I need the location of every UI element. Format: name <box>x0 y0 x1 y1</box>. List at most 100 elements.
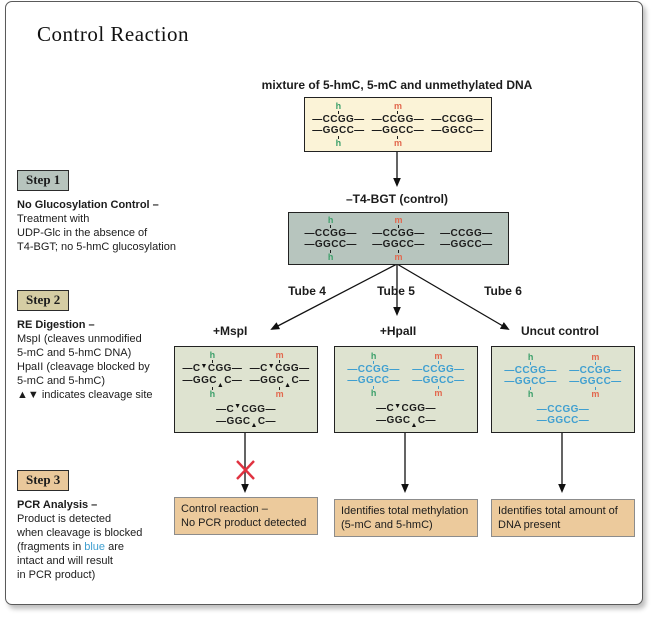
hmc-mark: h <box>370 386 377 398</box>
mark-letter: h <box>209 350 216 361</box>
hpaii-label: +HpaII <box>379 324 417 338</box>
dna-strand: —C▼CGG— <box>182 363 242 375</box>
dna-duplex: —CCGG——GGCC— <box>431 114 483 136</box>
mark-letter: m <box>393 100 402 111</box>
cleavage-site-up-icon: ▲ <box>250 422 258 430</box>
mark-tick <box>337 110 339 114</box>
duplex-row: —C▼CGG——GGC▲C— <box>335 403 477 429</box>
tube5-label: Tube 5 <box>377 284 415 298</box>
hmc-mark: h <box>335 100 342 114</box>
mark-letter: h <box>370 388 377 398</box>
step3-heading: PCR Analysis – <box>17 499 98 511</box>
hmc-mark: h <box>328 249 333 262</box>
mark-tick <box>330 224 332 228</box>
step1-line: Treatment with <box>17 213 90 225</box>
step3-line: when cleavage is blocked <box>17 527 143 539</box>
dna-duplex: m—CCGG——GGCC—m <box>372 100 424 148</box>
dna-strand: —GGCC— <box>569 376 621 387</box>
dna-duplex: h—CCGG——GGCC—h <box>312 100 364 148</box>
dna-sequence: —GGCC— <box>312 124 365 136</box>
dna-strand: —CCGG— <box>347 364 399 375</box>
dna-strand: —GGCC— <box>312 125 364 136</box>
step3-line: intact and will result <box>17 555 113 567</box>
dna-strand: —CCGG— <box>372 114 424 125</box>
dna-duplex: h —CCGG——GGCC— h <box>347 352 399 398</box>
mark-letter: m <box>434 388 443 398</box>
dna-sequence: —GGC <box>376 415 411 426</box>
dna-sequence: —GGCC— <box>412 375 465 386</box>
dna-sequence: —GGCC— <box>347 375 400 386</box>
mark-letter: h <box>327 214 334 225</box>
no-product-x-icon <box>236 460 255 480</box>
hmc-mark: h <box>370 351 377 364</box>
dna-sequence: C— <box>417 415 436 426</box>
mark-letter: h <box>370 351 377 361</box>
mark-letter: m <box>275 350 284 361</box>
mark-tick <box>530 386 532 390</box>
mark-letter: m <box>393 137 402 148</box>
mark-tick <box>397 110 399 114</box>
step2-line: MspI (cleaves unmodified <box>17 333 142 345</box>
dna-sequence: —GGCC— <box>440 238 493 250</box>
tube4-label: Tube 4 <box>288 284 326 298</box>
mark-letter: m <box>275 389 284 400</box>
dna-sequence: —GGC <box>182 375 217 387</box>
mark-tick <box>337 135 339 139</box>
mc-mark: m <box>393 135 402 148</box>
dna-strand: —CCGG— <box>569 365 621 376</box>
dna-sequence: —GGCC— <box>431 124 484 136</box>
dna-strand: —CCGG— <box>504 365 556 376</box>
step3-line: in PCR product) <box>17 569 96 581</box>
mark-tick <box>397 135 399 139</box>
dna-strand: —GGCC— <box>304 239 356 250</box>
dna-sequence: —CCGG— <box>412 364 465 375</box>
dna-strand: —GGC▲C— <box>216 416 276 430</box>
hmc-mark: h <box>327 214 334 228</box>
mark-tick <box>437 386 439 389</box>
result-line: (5-mC and 5-hmC) <box>341 519 433 531</box>
dna-sequence: —CCGG— <box>569 364 622 376</box>
dna-duplex: h—CCGG——GGCC—h <box>304 214 356 262</box>
dna-sequence: —C <box>376 403 395 414</box>
step2-label: Step 2 <box>17 290 70 311</box>
mark-tick <box>397 249 399 253</box>
step2-cleavage-legend: ▲▼ indicates cleavage site <box>17 389 153 401</box>
dna-duplex: m—CCGG——GGCC—m <box>372 215 425 262</box>
step1-line: UDP-Glc in the absence of <box>17 227 148 239</box>
mc-mark: m <box>591 352 599 365</box>
dna-duplex: —CCGG——GGCC— <box>440 228 492 250</box>
blue-word: blue <box>84 541 106 553</box>
step1-label: Step 1 <box>17 170 70 191</box>
mark-letter: h <box>335 100 342 111</box>
hmc-mark: h <box>528 352 533 365</box>
dna-strand: —GGCC— <box>372 125 424 136</box>
result-line: Control reaction – <box>181 503 268 515</box>
dna-sequence: CGG— <box>275 363 310 375</box>
mark-tick <box>330 249 332 253</box>
mc-mark: m <box>591 386 600 399</box>
dna-sequence: —CCGG— <box>372 227 425 239</box>
mark-letter: h <box>335 137 342 148</box>
dna-sequence: —GGCC— <box>536 415 590 427</box>
dna-duplex: —C▼CGG——GGC▲C— <box>376 403 436 429</box>
dna-sequence: C— <box>291 375 310 387</box>
step3-label: Step 3 <box>17 470 70 491</box>
mark-letter: m <box>591 388 600 399</box>
dna-sequence: —GGC <box>249 375 285 387</box>
dna-sequence: CGG— <box>401 403 436 414</box>
dna-duplex: —C▼CGG——GGC▲C— <box>216 403 276 430</box>
mark-tick <box>279 360 281 364</box>
result-line: No PCR product detected <box>181 517 307 529</box>
hmc-mark: h <box>210 387 215 399</box>
mark-tick <box>530 361 532 365</box>
dna-strand: —GGC▲C— <box>376 415 436 429</box>
mark-tick <box>211 360 213 364</box>
hmc-mark: h <box>335 135 342 148</box>
